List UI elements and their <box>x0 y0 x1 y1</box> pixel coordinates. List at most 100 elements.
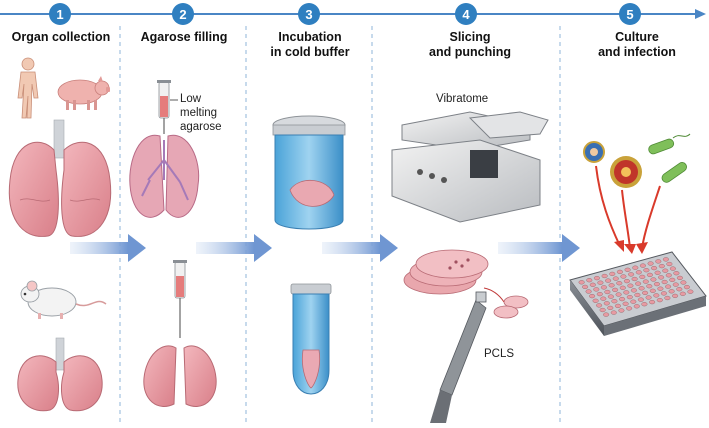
mouse-icon <box>20 280 107 319</box>
plate-well <box>593 287 600 292</box>
lungs-icon <box>8 119 112 237</box>
plate-well <box>669 277 676 282</box>
plate-well <box>627 283 634 288</box>
plate-well <box>619 297 626 302</box>
plate-well <box>635 281 642 286</box>
plate-well <box>578 280 585 285</box>
jar-icon <box>272 115 346 230</box>
plate-well <box>609 271 616 276</box>
plate-well <box>658 275 665 280</box>
step-badge-3: 3 <box>298 3 320 25</box>
plate-well <box>653 293 660 298</box>
step-badge-1: 1 <box>49 3 71 25</box>
plate-well <box>662 268 669 273</box>
plate-well <box>665 273 672 278</box>
step-title-4-line-2: and punching <box>429 45 511 59</box>
step-number-2: 2 <box>179 7 186 22</box>
plate-well <box>616 281 623 286</box>
plate-well <box>632 265 639 270</box>
plate-well <box>676 287 683 292</box>
step-title-3-line-1: Incubation <box>278 30 342 44</box>
step-title-3: Incubation in cold buffer <box>250 30 370 60</box>
plate-well <box>672 282 679 287</box>
plate-well <box>608 283 615 288</box>
plate-well <box>634 292 641 298</box>
step-number-3: 3 <box>305 7 312 22</box>
filled-lungs-icon <box>129 134 200 218</box>
plate-well <box>661 279 668 285</box>
plate-well <box>633 304 640 309</box>
step-title-5-line-1: Culture <box>615 30 659 44</box>
plate-well <box>642 290 649 295</box>
flow-arrow-2 <box>196 234 272 262</box>
plate-well <box>641 302 648 307</box>
pcls-label: PCLS <box>484 348 515 360</box>
step-number-4: 4 <box>462 7 470 22</box>
human-icon <box>17 57 39 119</box>
plate-well <box>626 295 633 300</box>
plate-well <box>643 268 650 273</box>
plate-well <box>662 257 669 262</box>
plate-wells <box>578 257 694 317</box>
plate-well <box>654 270 661 275</box>
agarose-label: Low melting agarose <box>180 92 222 134</box>
timeline-arrowhead <box>695 9 706 19</box>
plate-well <box>607 305 614 310</box>
plate-well <box>656 298 663 303</box>
virus-icon-large <box>610 156 642 188</box>
plate-well <box>607 294 614 299</box>
plate-well <box>649 300 656 305</box>
plate-well <box>660 291 667 296</box>
plate-well <box>618 308 625 313</box>
agarose-label-line-2: melting <box>180 107 218 119</box>
plate-well <box>635 270 642 275</box>
plate-well <box>679 291 686 296</box>
plate-well <box>655 259 662 264</box>
plate-well <box>630 299 637 304</box>
vibratome-icon <box>391 111 549 223</box>
plate-well <box>658 264 665 269</box>
syringe-icon <box>157 80 178 134</box>
plate-well <box>586 278 593 283</box>
pig-icon <box>57 76 110 110</box>
plate-well <box>664 295 671 301</box>
plate-well <box>647 261 654 266</box>
plate-well <box>665 284 672 289</box>
plate-well <box>668 289 675 294</box>
step-title-5-line-2: and infection <box>598 45 676 59</box>
plate-well <box>603 312 610 317</box>
plate-well <box>649 288 656 293</box>
plate-well <box>639 274 646 279</box>
plate-well <box>619 285 626 290</box>
plate-well <box>605 278 612 283</box>
plate-well <box>673 271 680 276</box>
plate-well <box>631 276 638 282</box>
plate-well <box>680 280 687 285</box>
plate-well <box>687 289 694 294</box>
step-title-4-line-1: Slicing <box>449 30 491 44</box>
plate-well <box>623 290 630 295</box>
step-dividers <box>119 26 561 423</box>
plate-well <box>630 288 637 293</box>
punch-tool-icon <box>430 291 487 423</box>
filled-mouse-lungs-icon <box>143 345 217 407</box>
plate-well <box>596 292 603 297</box>
mouse-lungs-icon <box>17 337 103 412</box>
plate-well <box>599 307 606 313</box>
plate-well <box>582 284 589 289</box>
plate-well <box>624 267 631 272</box>
plate-well <box>616 269 623 274</box>
plate-well <box>612 276 619 281</box>
plate-well <box>646 284 653 289</box>
agarose-label-line-3: agarose <box>180 121 222 133</box>
plate-well <box>593 276 600 281</box>
well-plate-icon <box>569 251 707 336</box>
plate-well <box>603 301 610 306</box>
syringe-icon-lower <box>173 260 187 338</box>
plate-well <box>657 286 664 291</box>
step-title-2: Agarose filling <box>140 30 228 44</box>
plate-well <box>645 295 652 300</box>
tube-icon <box>290 283 332 395</box>
step-number-5: 5 <box>626 7 633 22</box>
